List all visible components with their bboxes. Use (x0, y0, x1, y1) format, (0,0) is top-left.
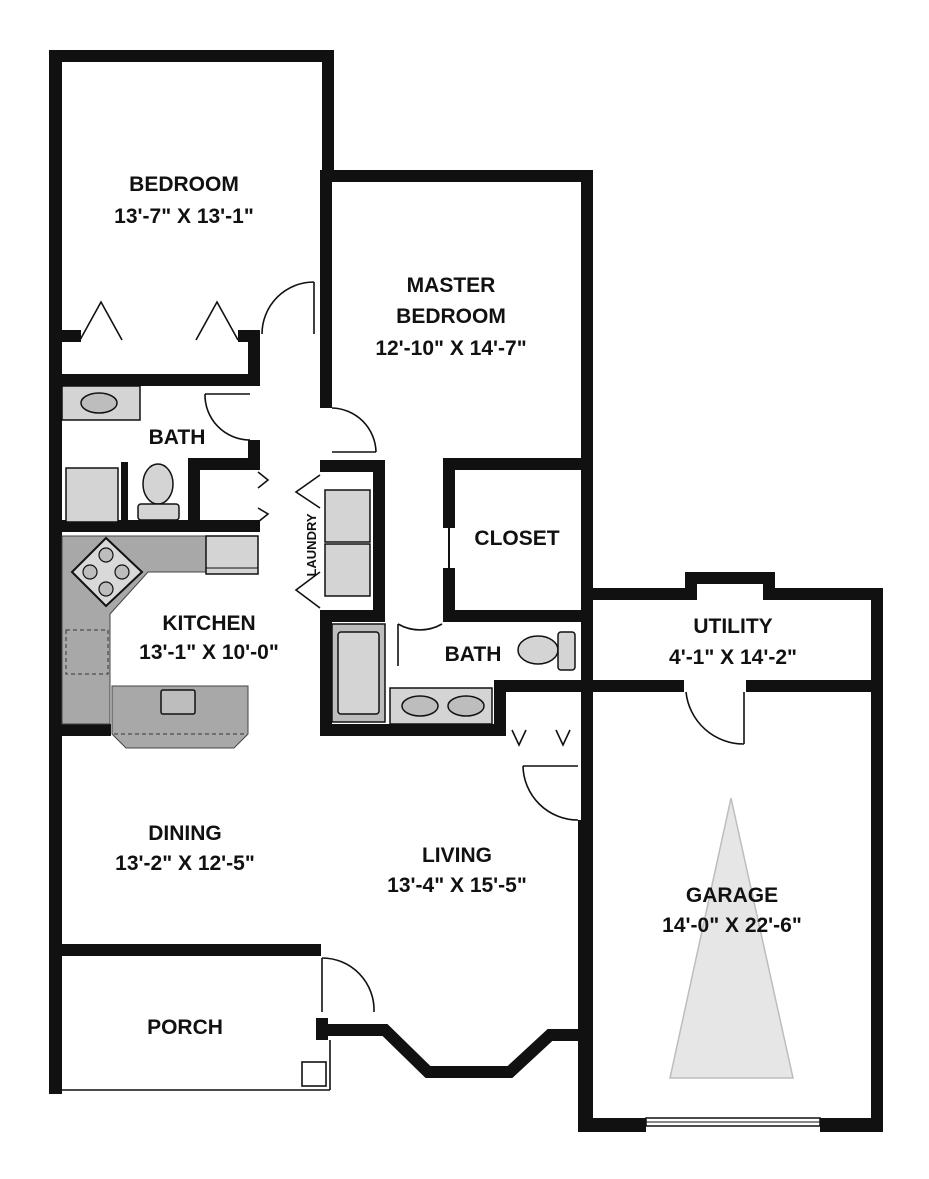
room-name: MASTER (407, 274, 496, 297)
room-dimensions: 13'-2" X 12'-5" (115, 852, 255, 875)
room-name: CLOSET (474, 527, 559, 550)
door-swing-icon (685, 691, 745, 745)
room-dimensions: 13'-1" X 10'-0" (139, 641, 279, 664)
sink-icon (80, 392, 118, 414)
bath1-fixtures (61, 385, 180, 523)
room-name: LIVING (422, 844, 492, 867)
doors (204, 281, 745, 1013)
dryer-icon (324, 489, 371, 543)
room-name: BATH (149, 426, 206, 449)
kitchen-fixtures (61, 535, 259, 749)
kitchen-island (111, 685, 249, 749)
sink-icon (447, 695, 485, 717)
room-dimensions: 13'-7" X 13'-1" (114, 205, 254, 228)
room-dimensions: 14'-0" X 22'-6" (662, 914, 802, 937)
washer-icon (324, 543, 371, 597)
door-swing-icon (522, 765, 579, 821)
bath2-fixtures (331, 623, 576, 725)
sink-icon (160, 689, 196, 715)
headlight-beam-icon (669, 797, 794, 1079)
door-swing-icon (204, 393, 251, 441)
porch-railing (62, 1040, 331, 1091)
room-name: LAUNDRY (304, 513, 319, 576)
room-dimensions: 12'-10" X 14'-7" (375, 337, 526, 360)
room-labels: BEDROOM 13'-7" X 13'-1" MASTER BEDROOM 1… (114, 173, 802, 1039)
door-swing-icon (261, 281, 315, 335)
room-name: GARAGE (686, 884, 778, 907)
walls (49, 50, 883, 1132)
door-swing-icon (397, 623, 443, 666)
door-swing-icon (331, 407, 377, 453)
room-dimensions: 4'-1" X 14'-2" (669, 646, 797, 669)
room-name: UTILITY (693, 615, 772, 638)
bay-window-wall (322, 1024, 587, 1078)
room-name: BATH (445, 643, 502, 666)
room-dimensions: 13'-4" X 15'-5" (387, 874, 527, 897)
bathtub-icon (65, 467, 119, 523)
door-swing-icon (321, 957, 375, 1013)
stove-icon (70, 536, 144, 608)
bifold-door-icon (79, 300, 571, 747)
room-name: BEDROOM (396, 305, 506, 328)
laundry-fixtures (324, 489, 371, 597)
room-name: KITCHEN (162, 612, 255, 635)
toilet-icon (137, 463, 180, 521)
room-name: PORCH (147, 1016, 223, 1039)
room-name: BEDROOM (129, 173, 239, 196)
garage-door (645, 1117, 821, 1127)
room-name: DINING (148, 822, 222, 845)
sink-icon (401, 695, 439, 717)
toilet-icon (517, 631, 576, 671)
